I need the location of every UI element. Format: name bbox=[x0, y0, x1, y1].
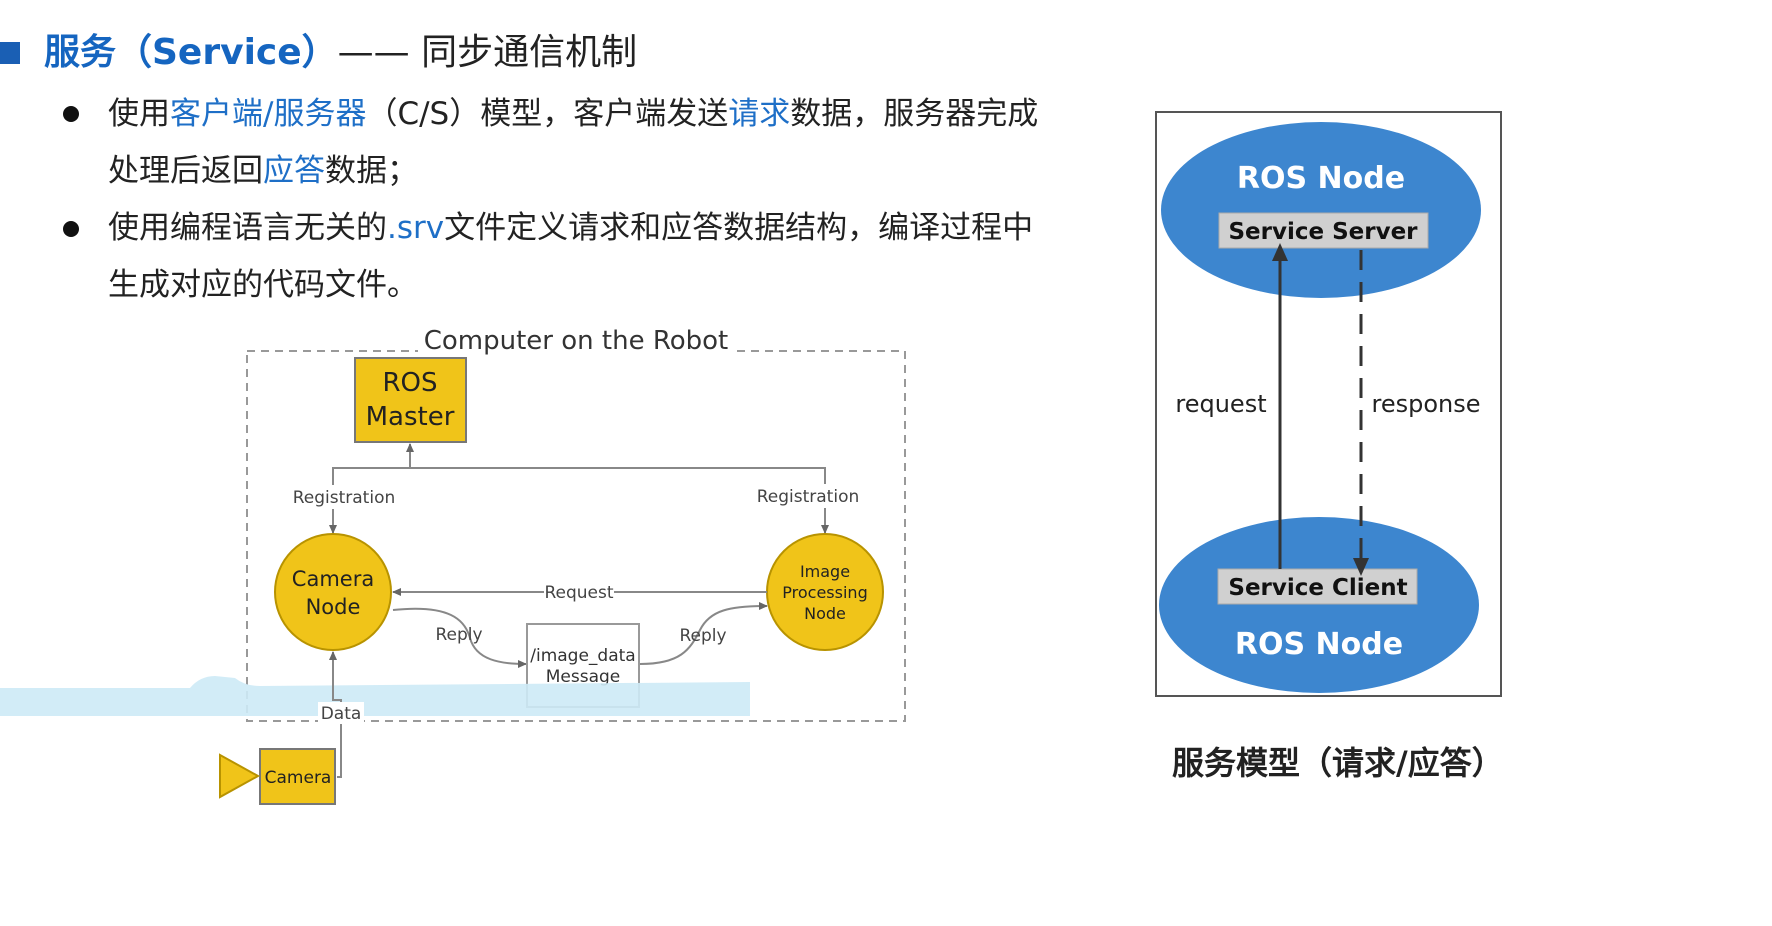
server-ros-node-ellipse bbox=[1161, 122, 1481, 298]
text-segment: （C/S）模型，客户端发送 bbox=[366, 96, 729, 132]
heading-highlight: 服务（Service） bbox=[44, 32, 338, 73]
service-client-box bbox=[1217, 568, 1418, 605]
reply-right-curve bbox=[639, 602, 768, 665]
image-node-line-3: Node bbox=[804, 604, 846, 623]
highlight-term: 应答 bbox=[263, 153, 325, 189]
data-label-bg bbox=[318, 702, 364, 724]
message-line-2: Message bbox=[546, 667, 621, 687]
reply-right-label: Reply bbox=[679, 626, 726, 646]
heading-square-bullet bbox=[0, 42, 20, 64]
client-ros-node-ellipse bbox=[1159, 517, 1479, 693]
text-segment: 数据，服务器完成 bbox=[790, 96, 1039, 132]
registration-right-bg bbox=[756, 484, 860, 508]
data-arrow bbox=[329, 651, 342, 778]
highlight-term: .srv bbox=[387, 210, 445, 246]
server-ros-node-label: ROS Node bbox=[1237, 161, 1405, 196]
frame-label-bg bbox=[418, 325, 734, 359]
highlight-term: 请求 bbox=[728, 96, 791, 132]
ros-master-box bbox=[354, 357, 467, 443]
text-segment: 使用 bbox=[108, 96, 170, 132]
text-segment: 使用编程语言无关的 bbox=[108, 210, 387, 246]
ros-master-line-2: Master bbox=[366, 402, 455, 432]
camera-node-line-2: Node bbox=[306, 595, 361, 619]
service-client-label: Service Client bbox=[1228, 575, 1407, 601]
bullet-1-line-2: 处理后返回应答数据； bbox=[108, 143, 418, 200]
frame-label: Computer on the Robot bbox=[424, 326, 729, 356]
camera-label: Camera bbox=[265, 768, 332, 788]
bullet-dot bbox=[63, 106, 79, 122]
client-ros-node-label: ROS Node bbox=[1235, 627, 1403, 662]
text-segment: 生成对应的代码文件。 bbox=[108, 267, 418, 303]
heading-rest: —— 同步通信机制 bbox=[337, 32, 638, 73]
text-segment: 处理后返回 bbox=[108, 153, 263, 189]
ros-master-line-1: ROS bbox=[382, 368, 437, 398]
request-label-bg bbox=[544, 581, 614, 603]
highlight-term: 客户端/服务器 bbox=[170, 96, 367, 132]
registration-line bbox=[332, 467, 826, 532]
camera-node-line-1: Camera bbox=[292, 567, 374, 591]
registration-left-bg bbox=[292, 485, 396, 509]
image-node-line-1: Image bbox=[800, 562, 850, 581]
bullet-1-line-1: 使用客户端/服务器（C/S）模型，客户端发送请求数据，服务器完成 bbox=[108, 86, 1038, 143]
service-server-label: Service Server bbox=[1228, 219, 1418, 245]
text-segment: 文件定义请求和应答数据结构，编译过程中 bbox=[444, 210, 1034, 246]
service-request-label: request bbox=[1175, 390, 1266, 418]
data-label: Data bbox=[321, 704, 362, 724]
bullet-dot bbox=[63, 221, 79, 237]
message-line-1: /image_data bbox=[530, 646, 635, 666]
registration-right-label: Registration bbox=[757, 487, 860, 507]
camera-node bbox=[274, 533, 392, 651]
bullet-2-line-2: 生成对应的代码文件。 bbox=[108, 257, 418, 314]
image-node-line-2: Processing bbox=[782, 583, 867, 602]
camera-lens-icon bbox=[219, 753, 261, 799]
overlay-band bbox=[0, 676, 750, 716]
request-label: Request bbox=[544, 583, 613, 603]
bullet-2-line-1: 使用编程语言无关的.srv文件定义请求和应答数据结构，编译过程中 bbox=[108, 200, 1033, 257]
page-heading: 服务（Service）—— 同步通信机制 bbox=[44, 28, 637, 78]
service-response-label: response bbox=[1371, 390, 1480, 418]
service-server-box bbox=[1218, 212, 1429, 249]
reply-left-label: Reply bbox=[435, 625, 482, 645]
camera-box bbox=[259, 748, 336, 805]
text-segment: 数据； bbox=[325, 153, 418, 189]
reply-left-curve bbox=[392, 607, 527, 668]
registration-left-label: Registration bbox=[293, 488, 396, 508]
service-model-caption: 服务模型（请求/应答） bbox=[1172, 744, 1504, 782]
